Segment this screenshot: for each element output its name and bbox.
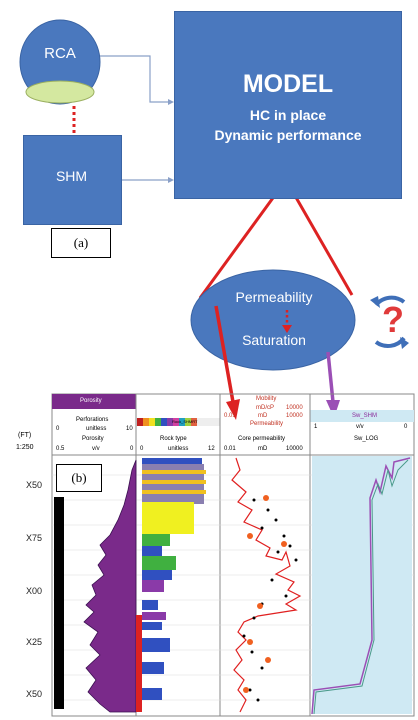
panel-a-label: (a): [51, 228, 111, 258]
porosity-fill-label: Porosity: [80, 398, 102, 404]
rock-type-color-strip: [137, 418, 197, 426]
sw-unit: v/v: [356, 424, 364, 430]
rock-min: 0: [140, 446, 144, 452]
shm-box: [23, 135, 122, 225]
perm-max: 10000: [286, 413, 303, 419]
arrowhead: [400, 337, 409, 349]
perm-unit: mD: [258, 413, 268, 419]
depth-unit: (FT): [18, 432, 32, 439]
rock-type-blocks: [142, 458, 206, 700]
log-panel-border: [51, 393, 415, 717]
rock-type-label: Rock type: [160, 436, 187, 442]
orange-core-points: [243, 495, 287, 693]
perm-min: 0.01: [224, 413, 236, 419]
porosity-range-max: 0: [130, 446, 134, 452]
mobility-unit: mD/cP: [256, 405, 274, 411]
sw-min: 1: [314, 424, 318, 430]
permeability-label: Permeability: [250, 421, 284, 427]
sw-log-curve: [313, 459, 409, 715]
sw-shm-label: Sw_SHM: [352, 413, 378, 419]
porosity-curve-fill: [83, 459, 137, 713]
perforation-bar: [54, 497, 64, 709]
rca-label: RCA: [44, 45, 76, 62]
sw-track-fill: [312, 456, 412, 714]
depth-scale: 1:250: [16, 444, 34, 451]
core-permeability-points: [242, 498, 298, 702]
model-title: MODEL: [242, 70, 334, 98]
depth-label: X50: [26, 480, 43, 490]
arrowhead: [168, 99, 174, 105]
rock-colors-tag: Rock_SHMRT: [172, 419, 198, 424]
mobility-max: 10000: [286, 405, 303, 411]
oval-saturation-label: Saturation: [242, 332, 306, 348]
red-core-marker: [136, 615, 142, 712]
arrowhead: [282, 325, 292, 333]
permeability-down-arrow: [214, 305, 235, 403]
model-box: MODEL HC in place Dynamic performance: [174, 11, 402, 199]
core-permeability-label: Core permeability: [238, 436, 286, 442]
model-line2: Dynamic performance: [214, 127, 362, 143]
mobility-label: Mobility: [256, 396, 277, 402]
core-unit: mD: [258, 446, 268, 452]
por-unit: unitless: [86, 426, 107, 432]
rock-max: 12: [208, 446, 215, 452]
arrowhead: [370, 296, 380, 308]
por-max: 10: [126, 426, 133, 432]
core-max: 10000: [286, 446, 303, 452]
rca-to-model-arrow: [100, 55, 168, 103]
permeability-curve: [231, 457, 302, 713]
question-mark: ?: [382, 299, 404, 340]
panel-b-label: (b): [56, 464, 102, 492]
oval-permeability-label: Permeability: [235, 289, 313, 305]
porosity-label: Porosity: [82, 436, 104, 442]
red-connector-right: [284, 179, 354, 296]
porosity-range-unit: v/v: [92, 446, 100, 452]
por-min: 0: [56, 426, 60, 432]
rock-unit: unitless: [168, 446, 189, 452]
core-min: 0.01: [224, 446, 236, 452]
perforations-label: Perforations: [76, 417, 109, 423]
porosity-fill-header: [52, 394, 136, 409]
perm-sat-oval: [190, 269, 356, 371]
shm-label: SHM: [55, 168, 88, 184]
depth-label: X75: [26, 533, 43, 543]
porosity-range-min: 0.5: [56, 446, 65, 452]
arrowhead: [326, 400, 340, 418]
sw-log-label: Sw_LOG: [354, 436, 379, 442]
red-connector-left: [198, 179, 288, 299]
rca-inner-ellipse: [25, 80, 95, 104]
arrowhead: [168, 177, 174, 183]
depth-label: X00: [26, 586, 43, 596]
depth-label: X25: [26, 637, 43, 647]
arrowhead: [226, 399, 240, 420]
sw-header-band: [310, 410, 414, 422]
depth-label: X50: [26, 689, 43, 699]
sw-max: 0: [404, 424, 408, 430]
sw-shm-curve: [311, 457, 411, 715]
model-line1: HC in place: [249, 107, 327, 123]
